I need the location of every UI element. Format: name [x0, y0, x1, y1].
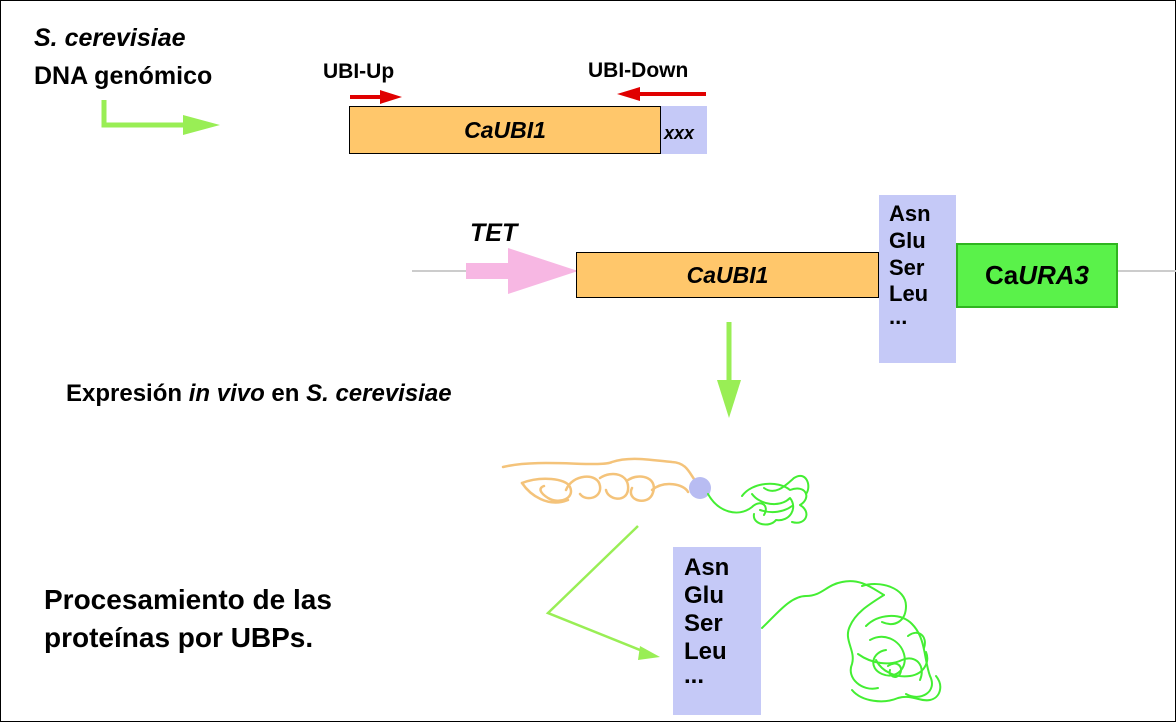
ubi-down-arrowhead [617, 87, 640, 101]
primer-reverse-label: UBI-Down [588, 59, 689, 82]
released-residue-box [673, 547, 761, 715]
construct-residue-4: Leu [889, 281, 929, 306]
ubi-up-arrowhead [380, 90, 402, 104]
organism-label: S. cerevisiae [34, 24, 186, 52]
expression-arrowhead [717, 380, 741, 418]
ubiquitin-protein-chain [501, 457, 702, 504]
pcr-gene-prefix: Ca [464, 116, 494, 143]
expression-text-3: en [264, 380, 307, 407]
expression-label: Expresión in vivo en S. cerevisiae [66, 382, 452, 406]
released-residue-2: Glu [684, 582, 724, 609]
construct-residue-2: Glu [889, 228, 926, 253]
processing-arrowhead [638, 646, 660, 660]
released-residue-4: Leu [684, 638, 727, 665]
fused-protein-coil [707, 475, 810, 526]
ura3-name: URA3 [1018, 260, 1090, 290]
processing-line-2: proteínas por UBPs. [44, 622, 314, 653]
pcr-gene-name: UBI1 [493, 116, 546, 143]
genomic-dna-label: DNA genómico [34, 62, 213, 90]
released-protein-coil [761, 580, 942, 703]
released-residue-5: ... [684, 662, 705, 689]
released-residue-1: Asn [684, 554, 730, 581]
pcr-tail-box [661, 106, 707, 154]
construct-gene-name: UBI1 [716, 261, 769, 288]
expression-text-2: in vivo [188, 380, 265, 407]
pcr-tail-label: xxx [664, 123, 695, 143]
tet-promoter-head [508, 248, 578, 294]
expression-text-4: S. cerevisiae [306, 380, 452, 407]
construct-residue-box [879, 195, 956, 363]
construct-gene-prefix: Ca [686, 261, 716, 288]
promoter-label: TET [470, 219, 518, 247]
construct-residue-5: ... [889, 304, 908, 329]
processing-arrow [545, 525, 651, 656]
ubiquitin-junction-dot [689, 477, 711, 499]
construct-residue-3: Ser [889, 255, 925, 280]
released-residue-3: Ser [684, 610, 723, 637]
primer-forward-label: UBI-Up [323, 60, 395, 83]
genomic-dna-arrowhead [183, 115, 220, 135]
construct-residue-1: Asn [889, 201, 931, 226]
tet-promoter-body [466, 263, 512, 279]
genomic-dna-arrow [101, 100, 190, 128]
ura3-prefix: Ca [984, 260, 1019, 290]
processing-line-1: Procesamiento de las [44, 584, 332, 615]
expression-text-1: Expresión [66, 380, 189, 407]
